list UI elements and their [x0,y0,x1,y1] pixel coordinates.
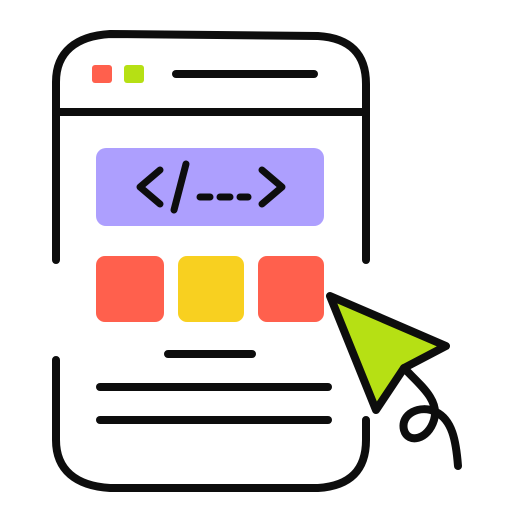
cursor-arrow-icon [326,292,462,470]
block-red-right [258,256,324,322]
block-yellow [178,256,244,322]
window-dot-green [124,65,144,83]
text-lines [96,350,332,424]
browser-window-outline [52,30,370,492]
cursor-tail [399,364,462,470]
block-red-left [96,256,164,322]
window-dot-red [92,65,112,83]
code-brackets-icon [136,160,286,214]
cursor-arrow-fill [330,296,446,410]
code-bar [96,148,324,226]
